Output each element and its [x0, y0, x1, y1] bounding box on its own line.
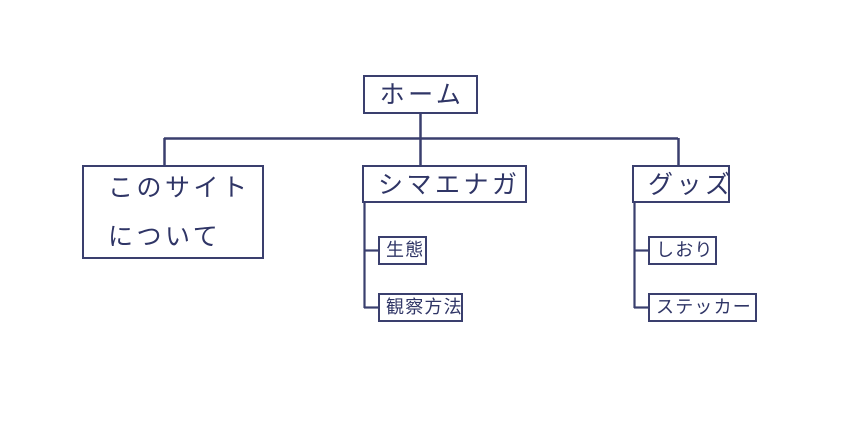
node-sticker[interactable]: ステッカー — [648, 293, 757, 322]
node-ecology-label: 生態 — [386, 239, 425, 261]
node-observation-label: 観察方法 — [386, 296, 463, 318]
node-home-label: ホーム — [379, 80, 465, 109]
node-bookmark-label: しおり — [656, 239, 714, 261]
node-sticker-label: ステッカー — [656, 296, 752, 318]
node-goods-label: グッズ — [648, 169, 734, 199]
node-about-label-line1: このサイト — [108, 173, 251, 202]
node-home[interactable]: ホーム — [363, 75, 478, 114]
node-about-this-site[interactable]: このサイト について — [82, 165, 264, 259]
node-shimaenaga-label: シマエナガ — [378, 169, 521, 199]
node-ecology[interactable]: 生態 — [378, 236, 427, 265]
node-about-label-line2: について — [108, 222, 222, 251]
node-bookmark[interactable]: しおり — [648, 236, 717, 265]
node-shimaenaga[interactable]: シマエナガ — [362, 165, 527, 203]
node-goods[interactable]: グッズ — [632, 165, 730, 203]
node-observation-method[interactable]: 観察方法 — [378, 293, 463, 322]
